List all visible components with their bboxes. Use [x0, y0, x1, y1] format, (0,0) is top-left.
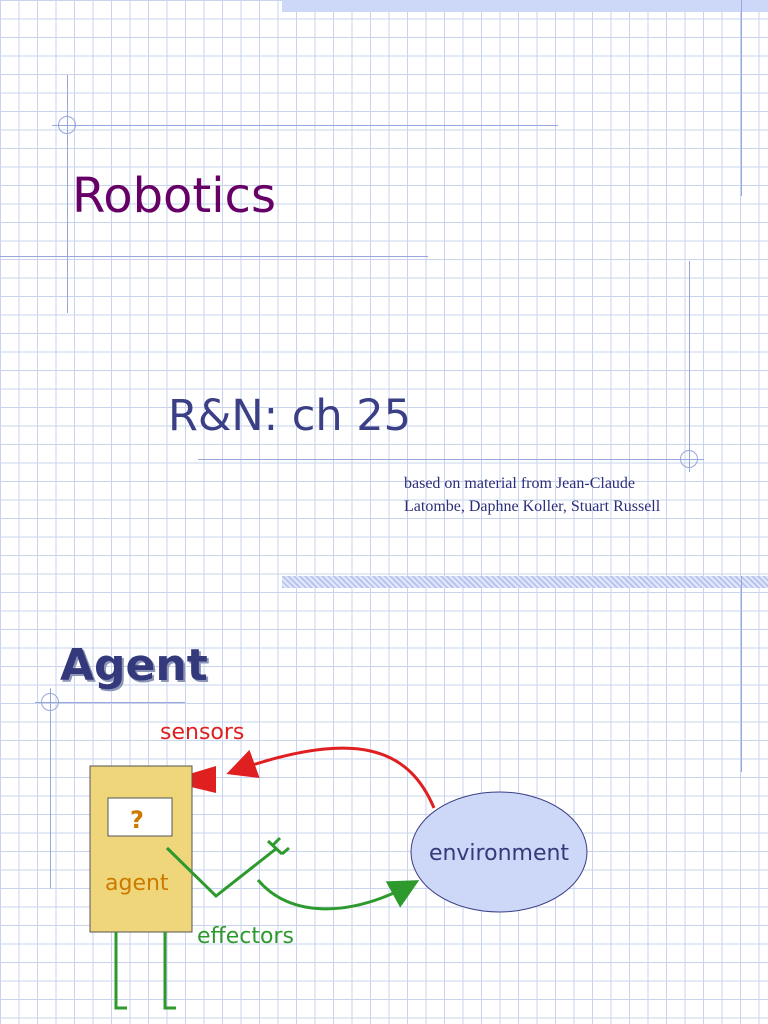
slide-agent: Agent sensors ? agent effectors — [0, 576, 768, 1024]
slide-robotics: Robotics R&N: ch 25 based on material fr… — [0, 0, 768, 515]
sensor-arrow — [226, 746, 436, 809]
agent-leg-right — [163, 932, 176, 1010]
effectors-label: effectors — [197, 924, 294, 949]
unknown-symbol: ? — [130, 806, 144, 834]
environment-node — [410, 791, 588, 913]
top-accent-band — [282, 576, 768, 588]
decor-ring — [58, 116, 76, 134]
top-accent-band — [282, 0, 768, 12]
slide-title: Robotics — [72, 168, 276, 224]
effector-arm — [165, 836, 290, 898]
decor-rule — [67, 75, 68, 313]
decor-rule — [52, 125, 558, 126]
agent-box — [89, 765, 193, 933]
agent-diagram: sensors ? agent effectors environment — [89, 720, 588, 1010]
decor-rule — [741, 0, 742, 196]
agent-leg-left — [114, 932, 127, 1010]
decor-rule — [0, 256, 428, 257]
slide-subtitle: R&N: ch 25 — [168, 391, 412, 441]
unknown-box — [107, 797, 173, 837]
decor-ring — [41, 693, 59, 711]
credit-note: based on material from Jean-Claude Latom… — [404, 475, 661, 515]
environment-label: environment — [429, 841, 569, 866]
decor-rule — [50, 688, 51, 888]
decor-rule — [198, 459, 704, 460]
slide-title: Agent — [60, 640, 208, 691]
decor-rule — [35, 702, 185, 703]
decor-rule — [741, 576, 742, 772]
decor-rule — [689, 261, 690, 472]
agent-label: agent — [105, 871, 169, 896]
sensors-label: sensors — [160, 720, 244, 745]
decor-ring — [680, 450, 698, 468]
effector-arrow — [256, 879, 420, 911]
